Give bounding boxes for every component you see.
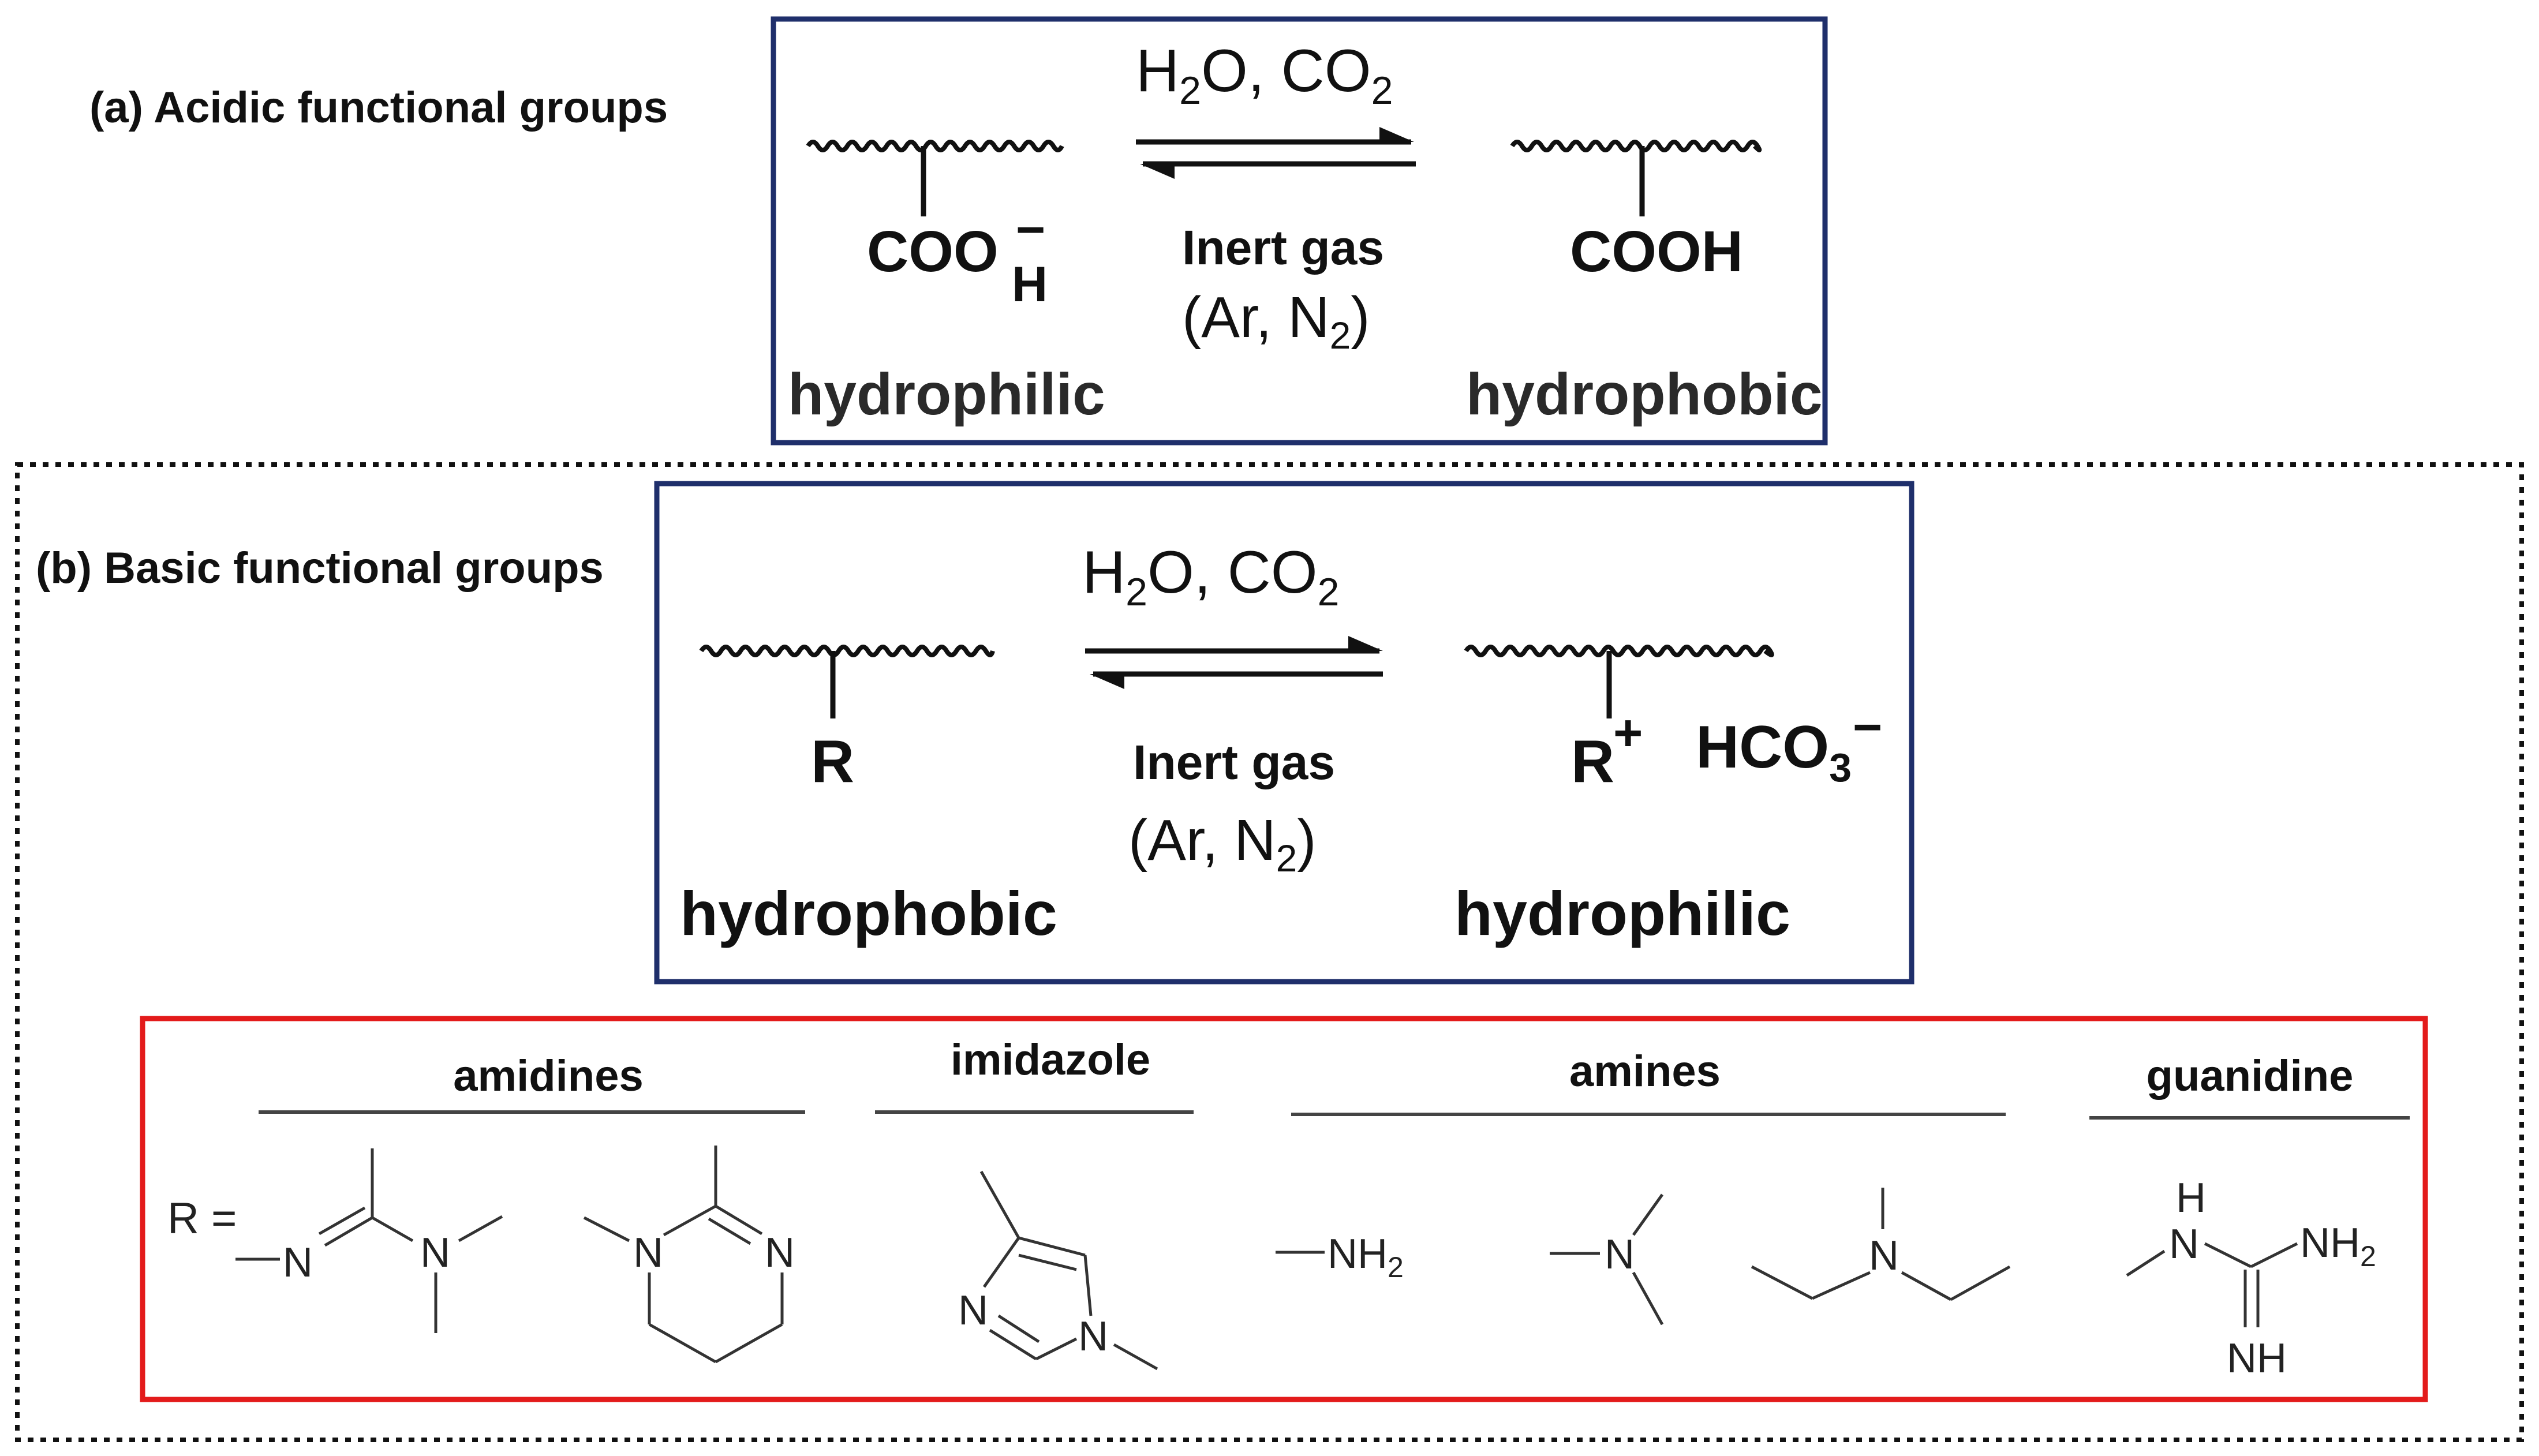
r-equals-label: R = [167,1194,237,1243]
panel-b-dotted-frame [15,462,2524,1442]
amidine-acyclic-structure [235,1148,503,1333]
panel-a-heading: (a) Acidic functional groups [89,83,668,132]
panel-b-reaction-box [654,481,1914,985]
imidazole-n1: N [958,1287,988,1334]
amidine-cyclic-n1: N [633,1230,663,1276]
guanidine-n: N [2169,1221,2199,1267]
amidine-acyclic-n2: N [420,1230,450,1276]
panel-a-left-proton: H [1012,257,1048,312]
panel-b-left-group: R [811,728,854,795]
amidine-acyclic-n1: N [283,1240,313,1286]
imidazole-structure [979,1170,1158,1371]
guanidine-nh2: NH2 [2300,1220,2376,1272]
dimethylamine-structure [1550,1193,1664,1326]
panel-a-inert-gas: Inert gas [1182,220,1384,275]
panel-a-equilibrium-arrow [1136,127,1416,179]
panel-a-reaction-box [771,16,1828,446]
panel-a-left-polymer-backbone [806,140,1064,152]
category-amines: amines [1569,1047,1721,1096]
panel-b-right-polymer-backbone [1464,645,1774,657]
panel-b-top-reagents: H2O, CO2 [1082,539,1339,614]
panel-a-right-label: hydrophobic [1466,361,1823,427]
panel-b-equilibrium-arrow [1085,636,1383,689]
dimethylamine-n: N [1605,1232,1635,1278]
tertiary-amine-structure [1751,1188,2011,1301]
guanidine-nh: NH [2227,1335,2287,1382]
primary-amine-label: NH2 [1328,1231,1404,1283]
structures-box [140,1016,2428,1402]
panel-b-left-label: hydrophobic [680,878,1057,948]
panel-b-inert-gas: Inert gas [1133,735,1335,789]
amidine-cyclic-n2: N [765,1230,795,1276]
tertiary-amine-n: N [1869,1233,1899,1279]
panel-b-left-polymer-backbone [699,645,995,657]
category-amidines: amidines [453,1051,643,1101]
panel-a-left-charge: − [1016,201,1045,258]
panel-b-ar-n2: (Ar, N2) [1128,808,1317,879]
panel-b-counter-ion: HCO3 [1696,714,1852,790]
guanidine-h: H [2176,1175,2206,1221]
amidine-cyclic-structure [583,1146,784,1364]
panel-b-right-group: R [1571,728,1614,795]
panel-b-counter-ion-charge: − [1853,698,1882,755]
panel-a-ar-n2: (Ar, N2) [1182,285,1370,357]
category-imidazole: imidazole [951,1035,1150,1084]
category-guanidine: guanidine [2147,1051,2354,1101]
panel-b-right-label: hydrophilic [1454,878,1790,948]
guanidine-structure [2126,1242,2298,1327]
panel-b-heading: (b) Basic functional groups [36,544,604,593]
panel-a-left-group: COO [867,219,999,284]
panel-a-left-label: hydrophilic [788,361,1105,427]
panel-a-top-reagents: H2O, CO2 [1136,38,1393,113]
panel-a-right-polymer-backbone [1510,140,1762,152]
panel-a-right-group: COOH [1570,219,1743,284]
imidazole-n2: N [1078,1313,1108,1360]
panel-b-right-charge: + [1613,704,1643,761]
